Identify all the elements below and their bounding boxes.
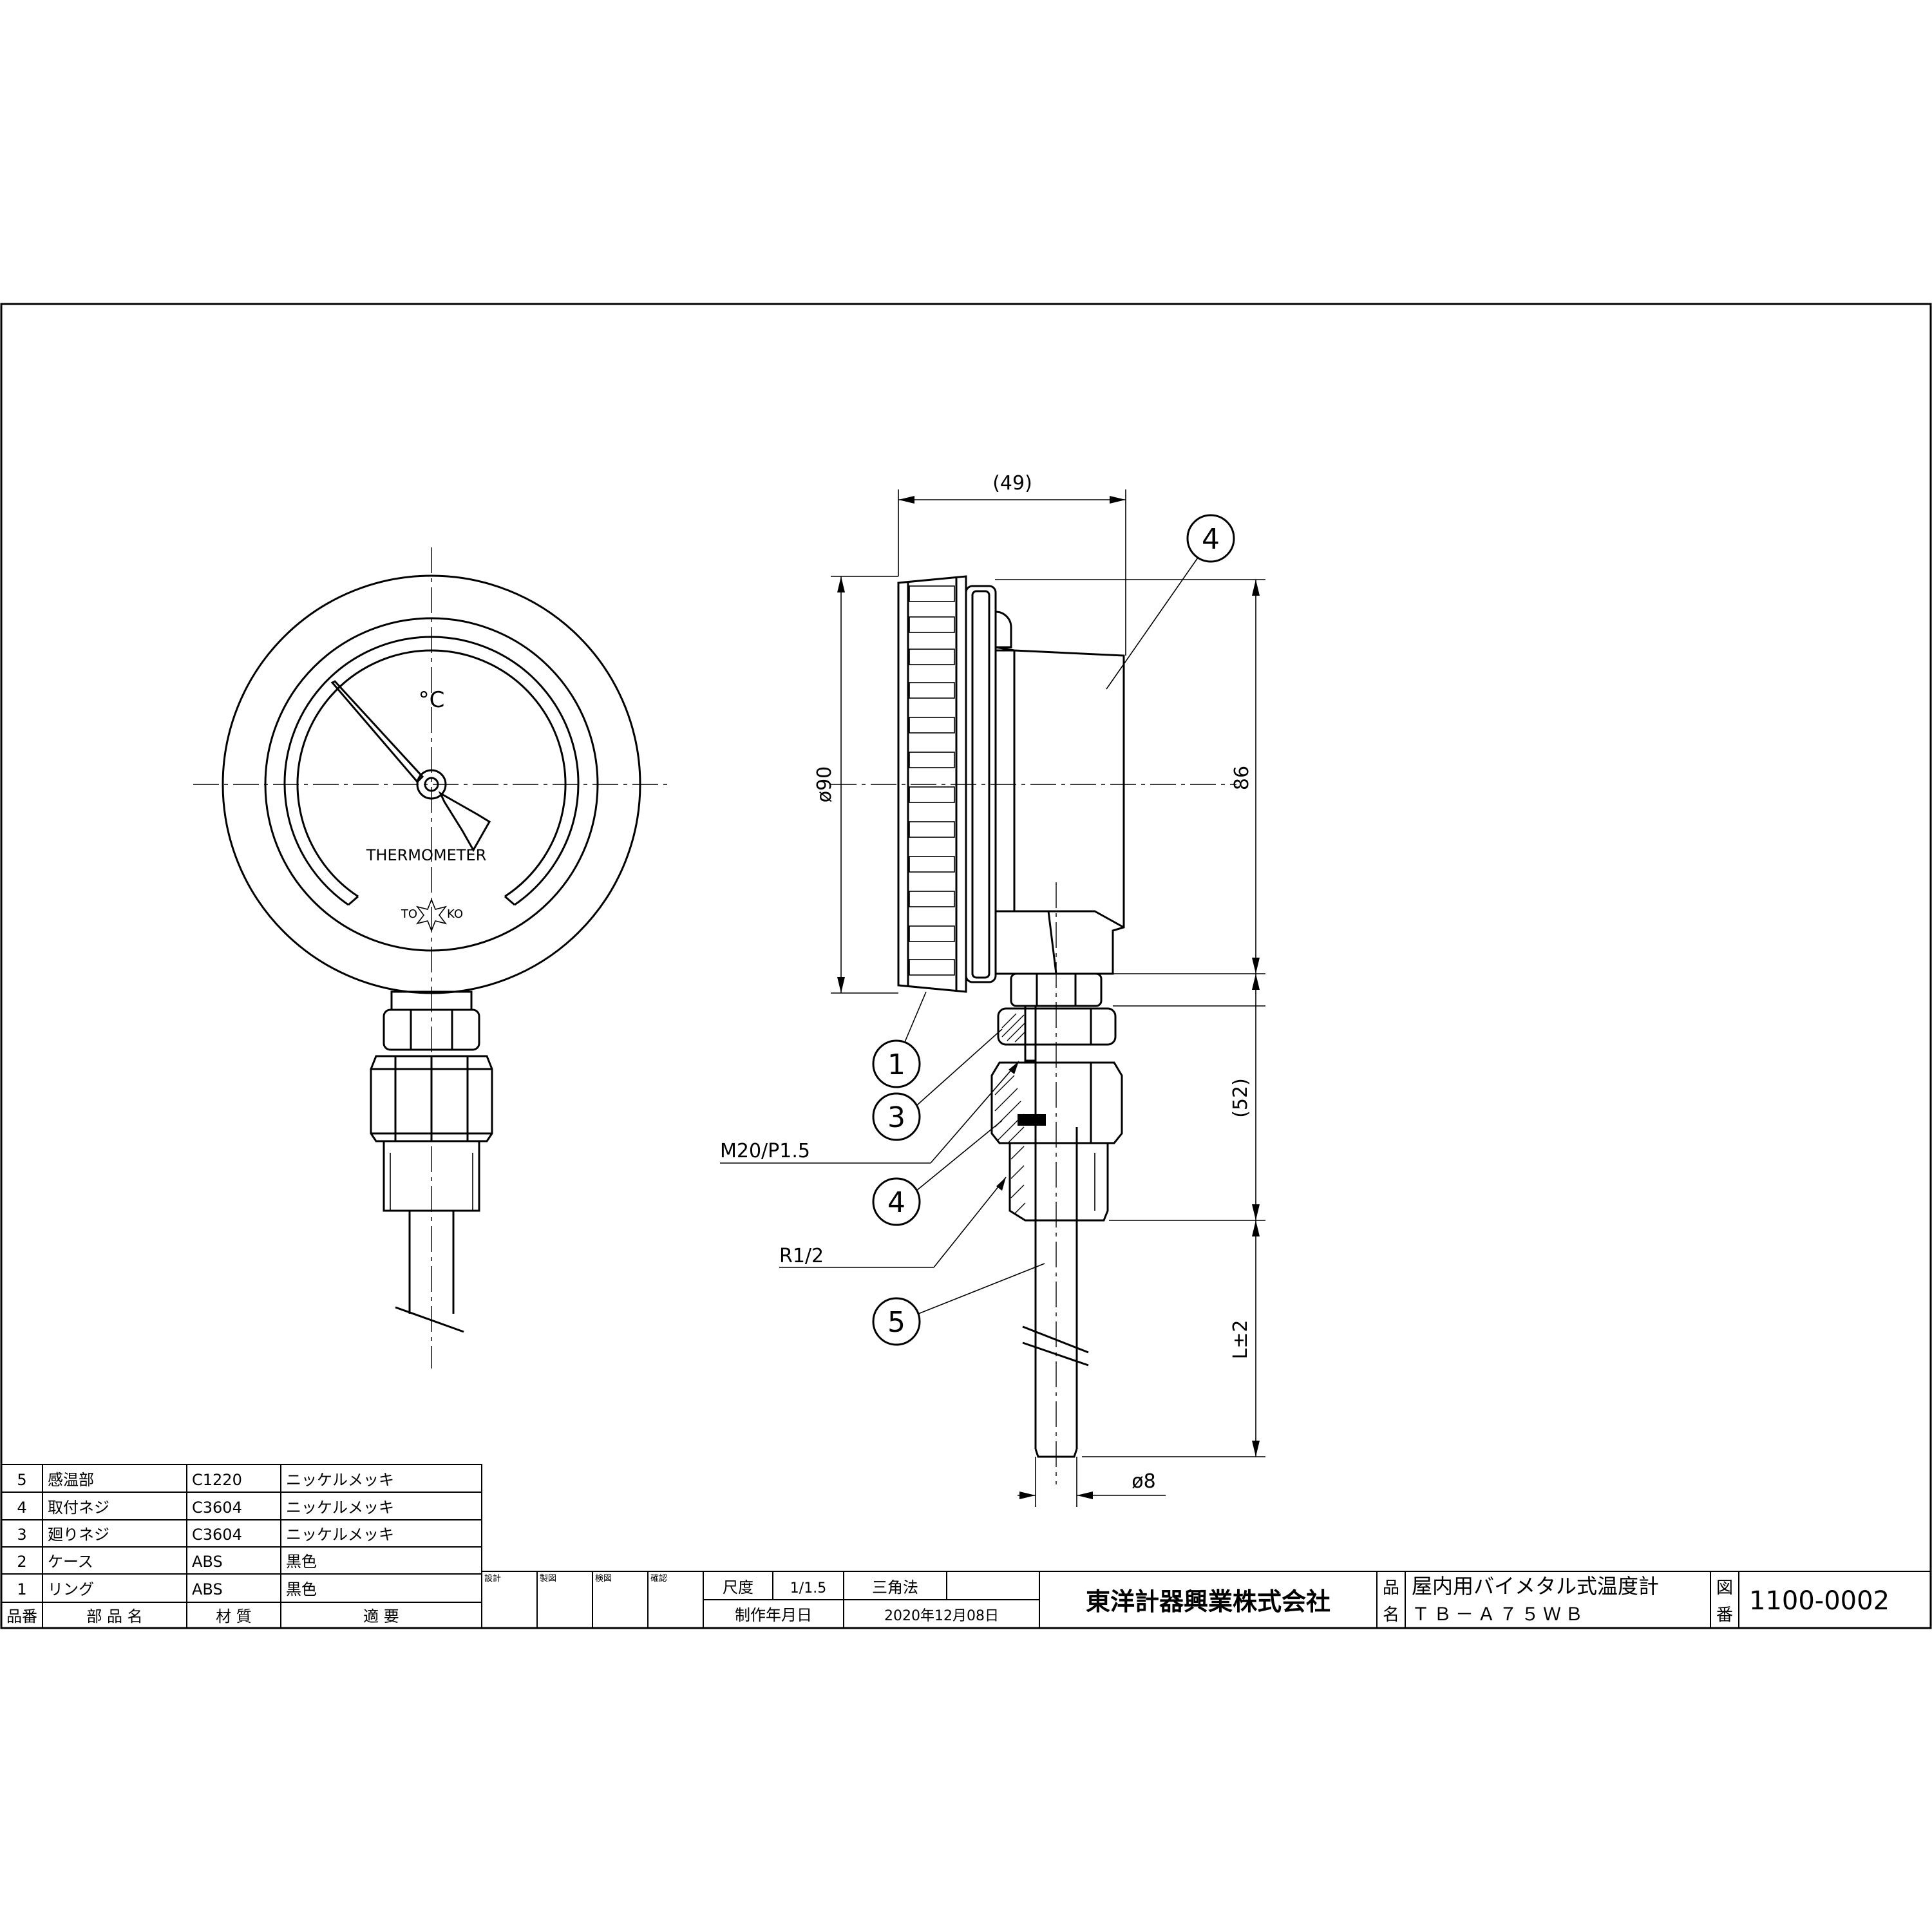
part-2-name: ケース bbox=[48, 1553, 93, 1571]
thread-label-m20: M20/P1.5 bbox=[720, 1140, 810, 1162]
svg-text:1: 1 bbox=[887, 1048, 905, 1081]
part-3-no: 3 bbox=[17, 1526, 26, 1544]
date-value: 2020年12月08日 bbox=[884, 1608, 999, 1624]
part-1-name: リング bbox=[48, 1580, 94, 1598]
company-name: 東洋計器興業株式会社 bbox=[1086, 1587, 1331, 1616]
svg-text:4: 4 bbox=[887, 1186, 905, 1219]
approval-check: 検図 bbox=[595, 1574, 612, 1584]
scale-value: 1/1.5 bbox=[790, 1580, 826, 1596]
balloon-3: 3 bbox=[872, 1028, 1003, 1141]
svg-text:5: 5 bbox=[887, 1306, 905, 1339]
parts-table: 5 感温部 C1220 ニッケルメッキ 4 取付ネジ C3604 ニッケルメッキ… bbox=[1, 1464, 482, 1629]
dial-label: THERMOMETER bbox=[366, 846, 487, 864]
part-5-material: C1220 bbox=[192, 1471, 242, 1489]
date-label: 制作年月日 bbox=[735, 1606, 812, 1624]
name-label-1: 品 bbox=[1383, 1578, 1399, 1598]
front-view: °C THERMOMETER TO KO bbox=[193, 547, 670, 1368]
part-5-note: ニッケルメッキ bbox=[286, 1471, 394, 1489]
dim-fitting: (52) bbox=[1229, 1078, 1252, 1118]
header-part-no: 品番 bbox=[6, 1607, 37, 1625]
part-3-material: C3604 bbox=[192, 1526, 242, 1544]
title-block: 設計 製図 検図 確認 尺度 1/1.5 三角法 制作年月日 2020年12月0… bbox=[481, 1571, 1931, 1629]
brand-star-icon bbox=[415, 898, 448, 933]
name-label-2: 名 bbox=[1383, 1605, 1399, 1625]
approval-confirm: 確認 bbox=[650, 1573, 667, 1584]
svg-text:4: 4 bbox=[1202, 523, 1220, 556]
unit-label: °C bbox=[419, 687, 445, 713]
part-5-no: 5 bbox=[17, 1471, 26, 1489]
drawing-no-label-1: 図 bbox=[1716, 1578, 1733, 1598]
thread-label-r12: R1/2 bbox=[779, 1245, 824, 1267]
header-part-name: 部 品 名 bbox=[86, 1607, 142, 1625]
part-4-material: C3604 bbox=[192, 1499, 242, 1517]
part-4-note: ニッケルメッキ bbox=[286, 1499, 394, 1517]
dim-width: (49) bbox=[992, 472, 1032, 495]
brand-right: KO bbox=[447, 907, 463, 921]
svg-text:3: 3 bbox=[887, 1101, 905, 1134]
header-note: 適 要 bbox=[363, 1607, 399, 1625]
brand-left: TO bbox=[401, 907, 417, 921]
product-name: 屋内用バイメタル式温度計 bbox=[1412, 1574, 1659, 1598]
projection-method: 三角法 bbox=[872, 1578, 918, 1596]
drawing-no-label-2: 番 bbox=[1716, 1605, 1733, 1625]
part-1-material: ABS bbox=[192, 1580, 223, 1598]
scale-label: 尺度 bbox=[723, 1578, 753, 1596]
part-2-material: ABS bbox=[192, 1553, 223, 1571]
part-3-name: 廻りネジ bbox=[48, 1526, 109, 1544]
balloon-4-lower: 4 bbox=[872, 1120, 1003, 1226]
drawing-number: 1100-0002 bbox=[1749, 1586, 1889, 1616]
balloon-5: 5 bbox=[872, 1263, 1045, 1346]
dim-diameter: ø90 bbox=[813, 766, 836, 803]
part-1-note: 黒色 bbox=[286, 1580, 317, 1598]
header-material: 材 質 bbox=[216, 1607, 252, 1625]
product-model: ＴＢ－Ａ７５ＷＢ bbox=[1412, 1604, 1587, 1625]
part-4-name: 取付ネジ bbox=[48, 1499, 109, 1517]
approval-design: 設計 bbox=[484, 1573, 501, 1584]
part-4-no: 4 bbox=[17, 1499, 26, 1517]
dim-height: 86 bbox=[1231, 766, 1253, 790]
balloon-1: 1 bbox=[872, 991, 927, 1088]
balloon-4-top: 4 bbox=[1106, 514, 1235, 690]
part-3-note: ニッケルメッキ bbox=[286, 1526, 394, 1544]
part-1-no: 1 bbox=[17, 1580, 26, 1598]
approval-drafting: 製図 bbox=[540, 1574, 556, 1584]
dim-length: L±2 bbox=[1229, 1320, 1252, 1359]
part-2-no: 2 bbox=[17, 1553, 26, 1571]
side-view: (49) ø90 86 bbox=[720, 472, 1265, 1507]
dim-stem-diameter: ø8 bbox=[1132, 1470, 1155, 1493]
part-2-note: 黒色 bbox=[286, 1553, 317, 1571]
part-5-name: 感温部 bbox=[48, 1471, 94, 1489]
